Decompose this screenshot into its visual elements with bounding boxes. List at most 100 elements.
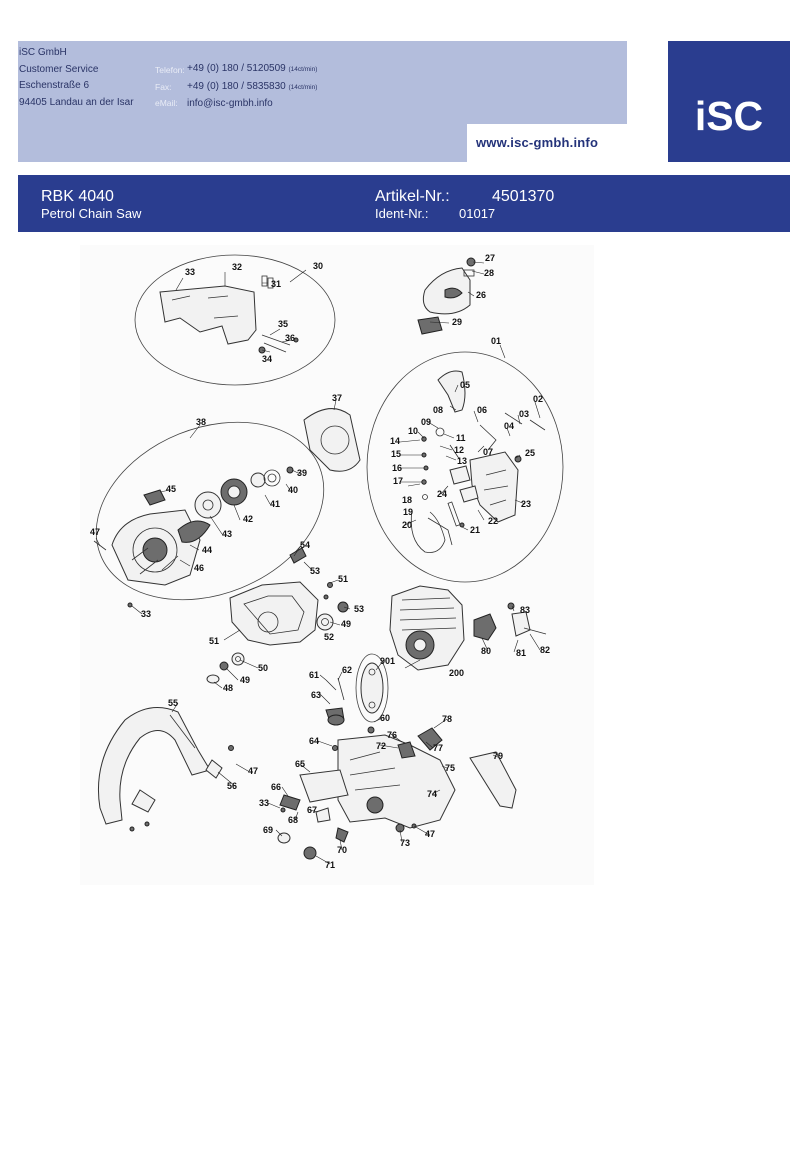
callout-69: 69 [263, 825, 273, 835]
callout-45: 45 [166, 484, 176, 494]
callout-33-housing: 33 [259, 798, 269, 808]
callout-72: 72 [376, 741, 386, 751]
callout-15: 15 [391, 449, 401, 459]
part-chain-cover [159, 275, 299, 354]
callout-04: 04 [504, 421, 514, 431]
part-starter-assembly [93, 408, 361, 608]
callout-11: 11 [456, 433, 466, 443]
callout-17: 17 [393, 476, 403, 486]
callout-20: 20 [402, 520, 412, 530]
fax-tariff: (14ct/min) [288, 83, 318, 91]
callout-13: 13 [457, 456, 467, 466]
callout-02: 02 [533, 394, 543, 404]
callout-75: 75 [445, 763, 455, 773]
callout-41: 41 [270, 499, 280, 509]
isc-logo: iSC [668, 41, 790, 162]
callout-79: 79 [493, 751, 503, 761]
callout-46: 46 [194, 563, 204, 573]
callout-39: 39 [297, 468, 307, 478]
callout-62: 62 [342, 665, 352, 675]
phone-label: Telefon: [155, 65, 185, 75]
callout-25: 25 [525, 448, 535, 458]
department: Customer Service [19, 63, 99, 75]
callout-33-starter: 33 [141, 609, 151, 619]
callout-53: 53 [354, 604, 364, 614]
callout-61: 61 [309, 670, 319, 680]
callout-49-left: 49 [240, 675, 250, 685]
article-number: 4501370 [492, 188, 555, 205]
callout-53-top: 53 [310, 566, 320, 576]
callout-68: 68 [288, 815, 298, 825]
callout-07: 07 [483, 447, 493, 457]
callout-29: 29 [452, 317, 462, 327]
callout-56: 56 [227, 781, 237, 791]
callout-18: 18 [402, 495, 412, 505]
callout-36: 36 [285, 333, 295, 343]
part-air-filter-cover [417, 257, 476, 335]
contact-labels: Telefon: Fax: eMail: [155, 62, 185, 112]
part-rear-handle-housing [277, 714, 517, 860]
phone-value: +49 (0) 180 / 5120509 [187, 63, 286, 74]
callout-08: 08 [433, 405, 443, 415]
product-name: Petrol Chain Saw [41, 206, 142, 221]
callout-14: 14 [390, 436, 400, 446]
callout-12: 12 [454, 445, 464, 455]
callout-44: 44 [202, 545, 212, 555]
callout-47-starter: 47 [90, 527, 100, 537]
ident-number: 01017 [459, 206, 496, 221]
group-901-outline [355, 653, 389, 723]
callout-67: 67 [307, 805, 317, 815]
group-30-outline [134, 254, 336, 386]
website-box: www.isc-gmbh.info [467, 124, 627, 162]
callout-54: 54 [300, 540, 310, 550]
email-label: eMail: [155, 98, 178, 108]
callout-22: 22 [488, 516, 498, 526]
phone-tariff: (14ct/min) [288, 66, 318, 73]
website-link[interactable]: www.isc-gmbh.info [476, 135, 599, 150]
callout-65: 65 [295, 759, 305, 769]
callout-49-right: 49 [341, 619, 351, 629]
callout-55: 55 [168, 698, 178, 708]
callout-48: 48 [223, 683, 233, 693]
callout-82: 82 [540, 645, 550, 655]
callout-73: 73 [400, 838, 410, 848]
callout-51-right: 51 [338, 574, 348, 584]
callout-38: 38 [196, 417, 206, 427]
city: 94405 Landau an der Isar [19, 96, 134, 108]
callout-32: 32 [232, 262, 242, 272]
contact-values: +49 (0) 180 / 5120509 (14ct/min) +49 (0)… [187, 61, 317, 113]
callout-81: 81 [516, 648, 526, 658]
callout-40: 40 [288, 485, 298, 495]
callout-26: 26 [476, 290, 486, 300]
callout-77: 77 [433, 743, 443, 753]
callout-80: 80 [481, 646, 491, 656]
callout-10: 10 [408, 426, 418, 436]
callout-47-handle: 47 [248, 766, 258, 776]
product-title-bar: RBK 4040 Petrol Chain Saw Artikel-Nr.: 4… [18, 175, 790, 232]
callout-200: 200 [449, 668, 464, 678]
callout-43: 43 [222, 529, 232, 539]
callout-30: 30 [313, 261, 323, 271]
callout-66: 66 [271, 782, 281, 792]
group-01-outline [366, 351, 564, 583]
callout-27: 27 [485, 253, 495, 263]
logo-text: iSC [694, 93, 764, 139]
part-engine-block [389, 585, 547, 671]
callout-01: 01 [491, 336, 501, 346]
callout-47-housing: 47 [425, 829, 435, 839]
callout-21: 21 [470, 525, 480, 535]
callout-71: 71 [325, 860, 335, 870]
callout-83: 83 [520, 605, 530, 615]
contact-address: iSC GmbH Customer Service Eschenstraße 6… [19, 45, 134, 111]
group-38-outline [95, 421, 325, 601]
callout-50: 50 [258, 663, 268, 673]
callout-51-left: 51 [209, 636, 219, 646]
callout-35: 35 [278, 319, 288, 329]
product-model: RBK 4040 [41, 188, 114, 205]
callout-78: 78 [442, 714, 452, 724]
email-link[interactable]: info@isc-gmbh.info [187, 98, 273, 109]
street: Eschenstraße 6 [19, 80, 90, 91]
callout-31: 31 [271, 279, 281, 289]
callout-34: 34 [262, 354, 272, 364]
callout-19: 19 [403, 507, 413, 517]
